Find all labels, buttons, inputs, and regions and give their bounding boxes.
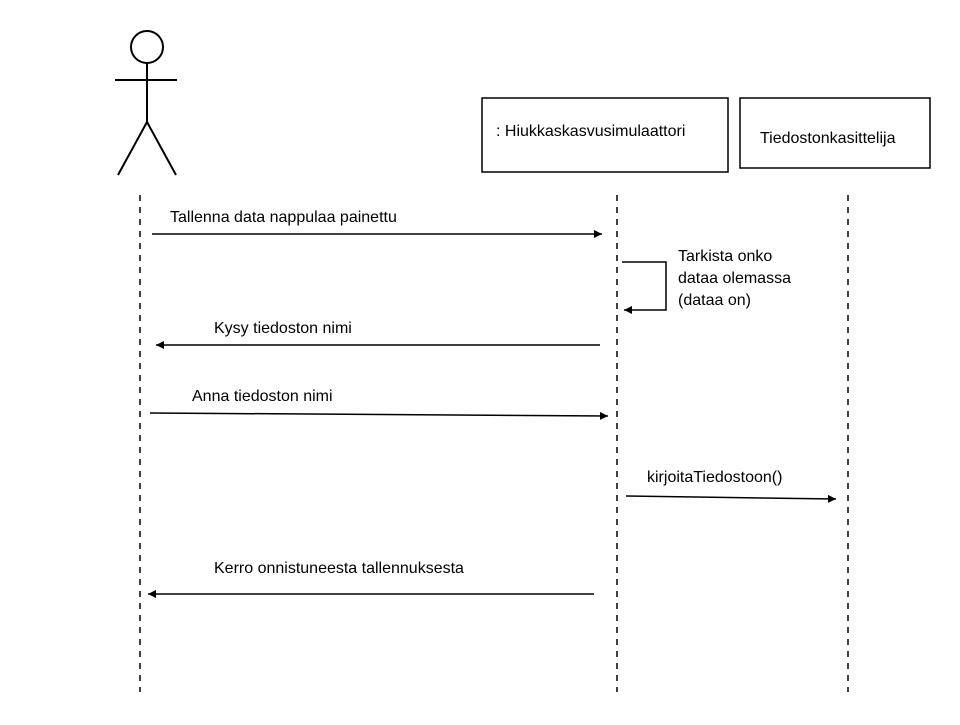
message-label-write-file: kirjoitaTiedostoon() xyxy=(647,469,782,486)
self-message-label-line-3: (dataa on) xyxy=(678,292,751,309)
self-message-arrow-check-data xyxy=(622,261,667,314)
actor-head xyxy=(130,30,164,64)
self-message-label-line-2: dataa olemassa xyxy=(678,270,791,287)
self-message-label-line-1: Tarkista onko xyxy=(678,248,772,265)
message-arrow-give-filename xyxy=(149,411,609,420)
participant-file-handler-label: Tiedostonkasittelija xyxy=(760,130,896,147)
actor-stick-figure xyxy=(115,30,177,176)
message-label-give-filename: Anna tiedoston nimi xyxy=(192,388,333,405)
message-label-report-success: Kerro onnistuneesta tallennuksesta xyxy=(214,560,464,577)
message-label-ask-filename: Kysy tiedoston nimi xyxy=(214,320,352,337)
message-label-save-pressed: Tallenna data nappulaa painettu xyxy=(170,209,397,226)
message-arrow-write-file xyxy=(625,494,837,503)
actor-left-leg xyxy=(117,121,148,176)
participant-simulator: : Hiukkaskasvusimulaattori xyxy=(481,97,729,173)
actor-right-leg xyxy=(146,121,177,176)
participant-simulator-label: : Hiukkaskasvusimulaattori xyxy=(496,123,685,140)
participant-file-handler: Tiedostonkasittelija xyxy=(739,97,931,169)
